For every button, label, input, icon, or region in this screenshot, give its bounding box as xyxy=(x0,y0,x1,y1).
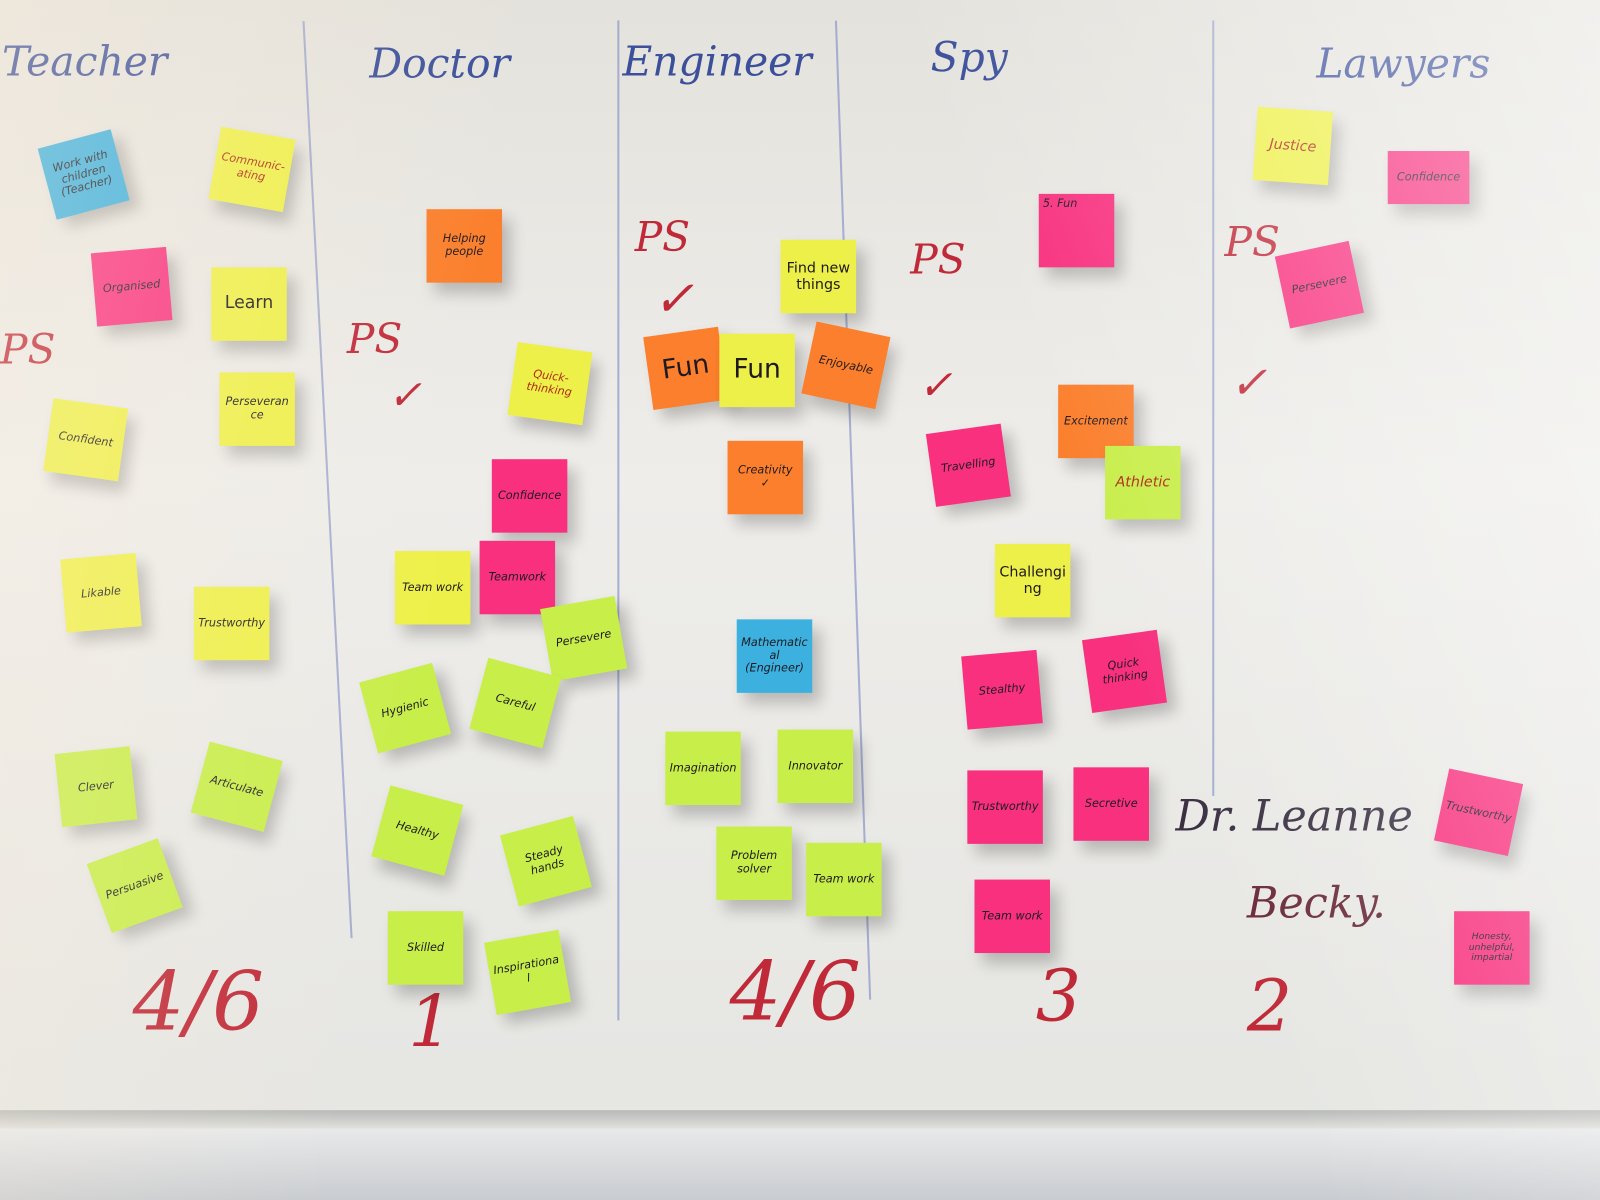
sticky-note[interactable]: Trustworthy xyxy=(1433,768,1524,857)
sticky-note[interactable]: Careful xyxy=(469,657,562,749)
sticky-note[interactable]: Mathematical (Engineer) xyxy=(736,619,813,693)
sticky-note[interactable]: Persevere xyxy=(1274,240,1364,329)
name-dr-leanne: Dr. Leanne xyxy=(1175,790,1413,841)
sticky-note[interactable]: Confidence xyxy=(491,459,568,533)
sticky-note[interactable]: Learn xyxy=(211,267,287,341)
column-divider xyxy=(302,20,353,939)
sticky-note[interactable]: Persevere xyxy=(540,596,628,682)
sticky-note[interactable]: Creativity ✓ xyxy=(727,440,804,515)
sticky-note[interactable]: Likable xyxy=(60,552,142,633)
ps-mark: PS xyxy=(910,236,966,284)
check-mark: ✓ xyxy=(387,372,422,420)
sticky-note[interactable]: Honesty, unhelpful, impartial xyxy=(1454,911,1530,985)
sticky-note[interactable]: Stealthy xyxy=(961,649,1043,730)
sticky-note[interactable]: Team work xyxy=(394,551,471,625)
ps-mark: PS xyxy=(1224,219,1280,267)
teacher-score: 4/6 xyxy=(132,954,265,1049)
doctor-score: 1 xyxy=(408,979,454,1064)
sticky-note[interactable]: Confident xyxy=(43,398,129,482)
sticky-note[interactable]: Enjoyable xyxy=(801,321,891,410)
sticky-note[interactable]: Imagination xyxy=(665,731,741,806)
column-header-lawyers: Lawyers xyxy=(1316,40,1491,88)
sticky-note[interactable]: Persuasive xyxy=(86,838,183,934)
sticky-note[interactable]: Skilled xyxy=(387,911,464,985)
check-mark: ✓ xyxy=(918,362,953,410)
column-header-engineer: Engineer xyxy=(622,38,812,86)
sticky-note[interactable]: Articulate xyxy=(190,741,283,832)
ps-mark: PS xyxy=(0,326,56,374)
spy-score: 3 xyxy=(1035,954,1082,1038)
column-divider xyxy=(617,20,620,1021)
ps-mark: PS xyxy=(346,316,403,364)
sticky-note[interactable]: Perseverance xyxy=(219,372,295,446)
sticky-note[interactable]: Challenging xyxy=(994,543,1071,618)
sticky-note[interactable]: Hygienic xyxy=(359,662,452,754)
sticky-note[interactable]: Clever xyxy=(54,746,138,828)
column-header-doctor: Doctor xyxy=(369,40,511,88)
name-becky: Becky. xyxy=(1246,877,1386,928)
sticky-note[interactable]: Communic-ating xyxy=(208,126,296,213)
sticky-note[interactable]: Inspirational xyxy=(483,929,572,1016)
sticky-note[interactable]: Confidence xyxy=(1387,151,1470,205)
lawyers-score: 2 xyxy=(1246,964,1293,1048)
sticky-note[interactable]: Steady hands xyxy=(499,815,592,907)
sticky-note[interactable]: Athletic xyxy=(1105,445,1181,520)
sticky-note[interactable]: Innovator xyxy=(777,729,854,804)
sticky-note[interactable]: Trustworthy xyxy=(967,770,1043,844)
check-mark: ✓ xyxy=(653,270,695,328)
column-header-teacher: Teacher xyxy=(2,38,168,86)
engineer-score: 4/6 xyxy=(729,943,861,1039)
sticky-note[interactable]: Helping people xyxy=(426,209,503,283)
sticky-note[interactable]: Travelling xyxy=(925,423,1011,507)
sticky-note[interactable]: 5. Fun xyxy=(1038,193,1115,268)
sticky-note[interactable]: Team work xyxy=(806,842,882,917)
sticky-note[interactable]: Healthy xyxy=(371,785,464,876)
column-divider xyxy=(1212,20,1215,796)
sticky-note[interactable]: Teamwork xyxy=(479,540,556,615)
sticky-note[interactable]: Trustworthy xyxy=(193,586,270,661)
sticky-note[interactable]: Secretive xyxy=(1073,767,1149,841)
sticky-note[interactable]: Quick-thinking xyxy=(507,342,593,426)
column-header-spy: Spy xyxy=(930,34,1008,82)
sticky-note[interactable]: Fun xyxy=(719,333,795,408)
sticky-note[interactable]: Work with children (Teacher) xyxy=(37,129,130,220)
marker-tray xyxy=(0,1110,1600,1129)
sticky-note[interactable]: Organised xyxy=(90,246,173,327)
wall xyxy=(0,1128,1600,1200)
check-mark: ✓ xyxy=(1229,357,1268,410)
sticky-note[interactable]: Problem solver xyxy=(716,826,792,900)
sticky-note[interactable]: Quick thinking xyxy=(1081,629,1167,714)
sticky-note[interactable]: Find new things xyxy=(780,239,857,314)
sticky-note[interactable]: Fun xyxy=(643,326,729,410)
ps-mark: PS xyxy=(634,214,691,262)
sticky-note[interactable]: Team work xyxy=(974,879,1050,954)
sticky-note[interactable]: Justice xyxy=(1252,106,1334,186)
